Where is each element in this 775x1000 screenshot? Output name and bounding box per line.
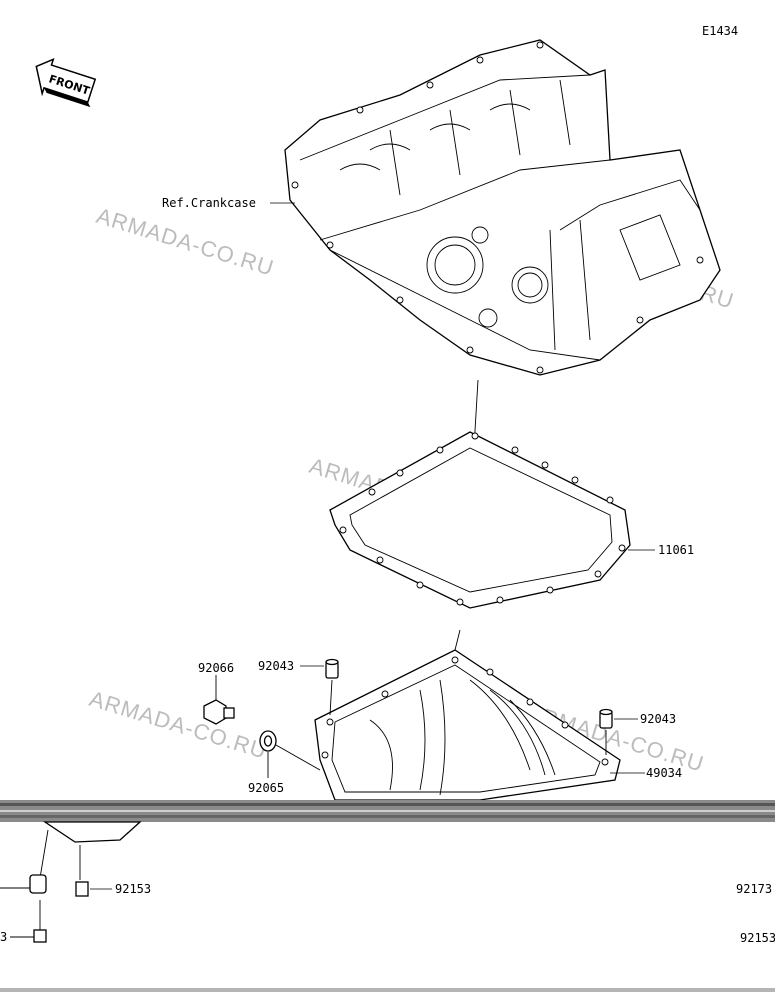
label-dowel-left: 92043 xyxy=(258,659,294,673)
label-right-2: 92153 xyxy=(740,931,775,945)
drain-bolt-drawing xyxy=(203,675,235,725)
diagram-id: E1434 xyxy=(702,24,738,38)
label-oil-pan: 49034 xyxy=(646,766,682,780)
label-ref-crankcase: Ref.Crankcase xyxy=(162,196,256,210)
scan-noise-band xyxy=(0,800,775,822)
label-bolt-lower: 92153 xyxy=(115,882,151,896)
watermark-4: ARMADA-CO.RU xyxy=(87,686,271,764)
label-washer: 92065 xyxy=(248,781,284,795)
crankcase-drawing xyxy=(284,39,721,376)
label-left-cut: 3 xyxy=(0,930,7,944)
label-drain-bolt: 92066 xyxy=(198,661,234,675)
dowel-pin-left-drawing xyxy=(325,658,339,716)
dowel-pin-right-drawing xyxy=(599,708,613,755)
washer-drawing xyxy=(259,730,321,778)
bottom-noise xyxy=(0,988,775,992)
label-right-1: 92173 xyxy=(736,882,772,896)
lower-partial-drawing xyxy=(0,821,142,943)
front-arrow-icon: FRONT xyxy=(35,58,97,108)
label-gasket: 11061 xyxy=(658,543,694,557)
watermark-1: ARMADA-CO.RU xyxy=(94,203,278,281)
gasket-drawing xyxy=(329,431,631,609)
oil-pan-drawing xyxy=(314,649,621,801)
label-dowel-right: 92043 xyxy=(640,712,676,726)
